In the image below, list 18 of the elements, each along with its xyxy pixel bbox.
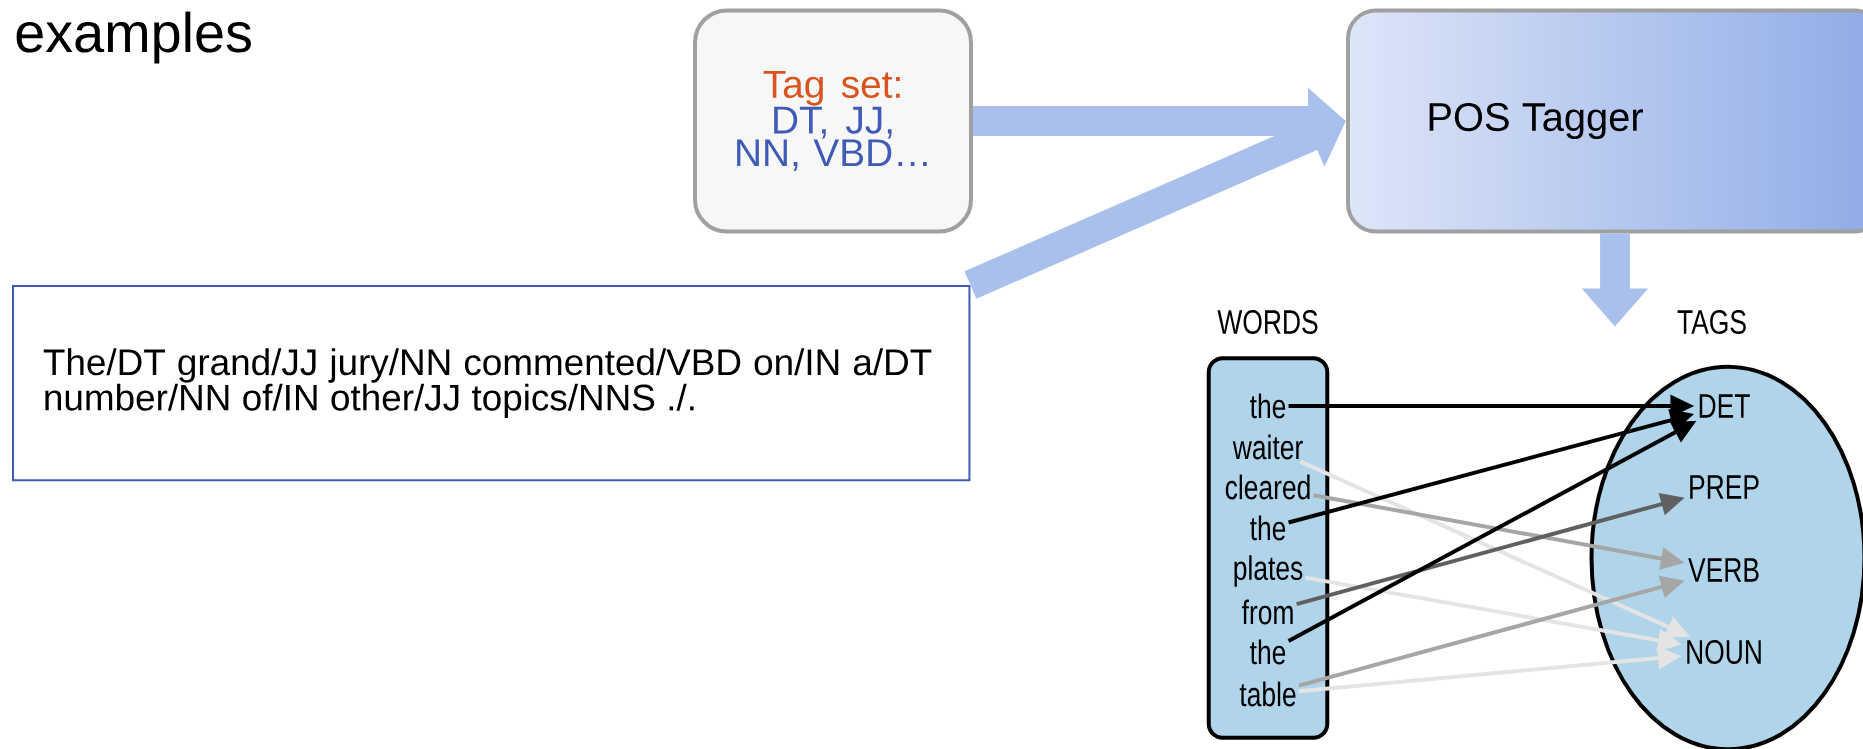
word-label: the [1250, 393, 1286, 419]
word-label: from [1241, 599, 1293, 625]
word-label: the [1250, 639, 1286, 665]
word-label: plates [1234, 555, 1303, 587]
tag-label: VERB [1688, 558, 1759, 582]
column-heading: WORDS [1217, 310, 1318, 334]
tag-label: NOUN [1687, 640, 1761, 664]
word-label: table [1239, 681, 1296, 707]
word-label: cleared [1225, 474, 1310, 500]
tag-label: PREP [1690, 475, 1759, 499]
tag-set-box: Tag set: DT, JJ, NN, VBD… [693, 8, 973, 234]
slide-title: examples [16, 11, 251, 64]
sentence-box: The/DT grand/JJ jury/NN commented/VBD on/IN a/DT number/NN of/IN other/JJ topics/NNS ./. [12, 285, 971, 482]
process-box: POS Tagger [1346, 8, 1863, 234]
tag-label: DET [1699, 394, 1750, 418]
column-heading: TAGS [1677, 310, 1746, 334]
word-label: the [1250, 515, 1286, 541]
word-label: waiter [1232, 434, 1303, 460]
